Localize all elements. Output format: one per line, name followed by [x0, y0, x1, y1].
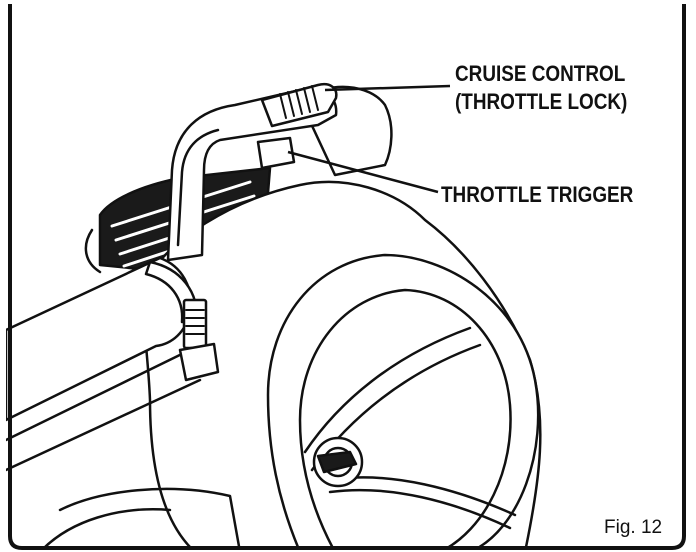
throttle-trigger-label: THROTTLE TRIGGER — [441, 183, 633, 207]
cruise-control-label-line1: CRUISE CONTROL — [455, 62, 625, 86]
figure-label: Fig. 12 — [604, 517, 662, 539]
cruise-control-label-line2: (THROTTLE LOCK) — [455, 90, 627, 114]
